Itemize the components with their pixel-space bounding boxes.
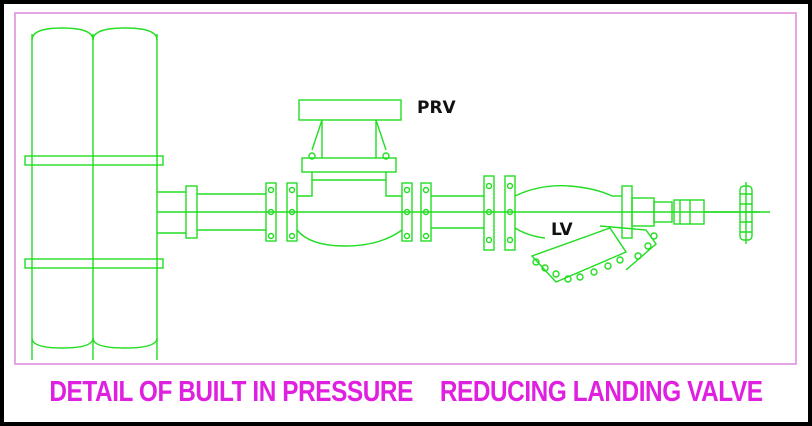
riser-pipe — [24, 27, 164, 360]
prv-label: PRV — [417, 98, 456, 118]
prv-valve — [296, 99, 403, 247]
lv-label: LV — [551, 220, 573, 240]
flange-pair-1 — [185, 182, 298, 242]
caption: DETAIL OF BUILT IN PRESSURE REDUCING LAN… — [49, 371, 763, 413]
flange-pair-3 — [483, 175, 516, 251]
branch-stub — [157, 191, 770, 234]
landing-valve — [514, 182, 760, 283]
caption-part-1: DETAIL OF BUILT IN PRESSURE — [49, 375, 413, 408]
flange-pair-2 — [401, 182, 484, 242]
caption-part-2: REDUCING LANDING VALVE — [439, 375, 763, 408]
